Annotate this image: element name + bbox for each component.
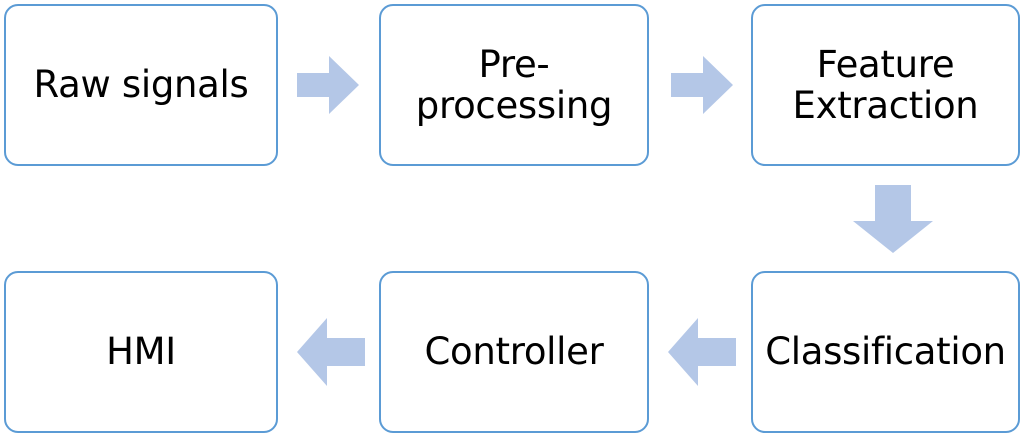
node-preprocessing[interactable]: Pre- processing bbox=[379, 4, 649, 166]
arrow-right-preprocessing-to-feature-extraction bbox=[671, 56, 733, 114]
node-hmi[interactable]: HMI bbox=[4, 271, 278, 433]
node-classification-label: Classification bbox=[765, 330, 1006, 374]
node-raw-signals-label: Raw signals bbox=[33, 63, 249, 107]
node-classification[interactable]: Classification bbox=[751, 271, 1020, 433]
node-controller-label: Controller bbox=[424, 330, 604, 374]
node-controller[interactable]: Controller bbox=[379, 271, 649, 433]
node-preprocessing-label: Pre- processing bbox=[415, 42, 613, 127]
arrow-right-raw-to-preprocessing bbox=[297, 56, 359, 114]
arrow-left-controller-to-hmi bbox=[297, 318, 365, 386]
node-raw-signals[interactable]: Raw signals bbox=[4, 4, 278, 166]
node-feature-extraction[interactable]: Feature Extraction bbox=[751, 4, 1020, 166]
arrow-left-classification-to-controller bbox=[668, 318, 736, 386]
arrow-down-feature-extraction-to-classification bbox=[853, 185, 933, 253]
node-feature-extraction-label: Feature Extraction bbox=[792, 42, 979, 127]
node-hmi-label: HMI bbox=[106, 330, 176, 374]
